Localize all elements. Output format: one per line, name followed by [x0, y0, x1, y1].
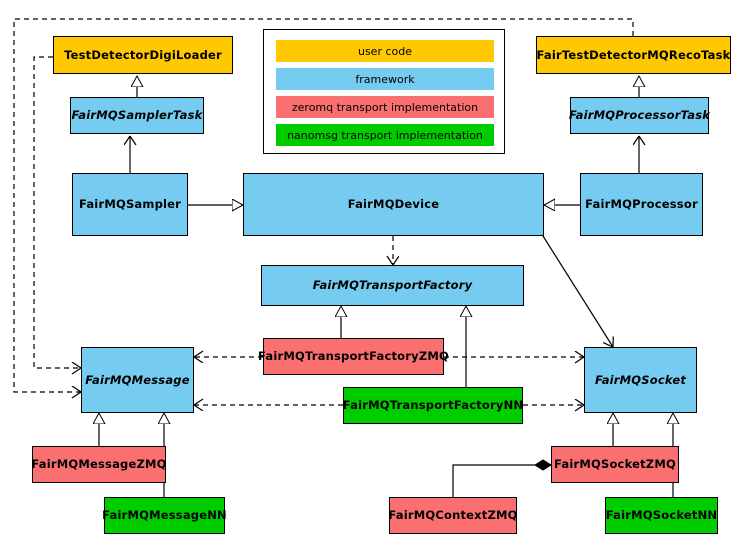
node-fairmqmessage[interactable]: FairMQMessage	[81, 347, 194, 413]
node-fairmqtransportfactoryzmq[interactable]: FairMQTransportFactoryZMQ	[258, 338, 449, 375]
legend-label: framework	[355, 72, 415, 86]
node-fairmqprocessor[interactable]: FairMQProcessor	[580, 173, 703, 236]
node-fairmqsocketnn[interactable]: FairMQSocketNN	[605, 497, 718, 534]
node-label: FairMQContextZMQ	[388, 508, 518, 523]
legend-label: nanomsg transport implementation	[287, 128, 483, 142]
node-label: FairMQProcessorTask	[568, 108, 711, 123]
node-fairmqtransportfactory[interactable]: FairMQTransportFactory	[261, 265, 524, 306]
node-fairmqdevice[interactable]: FairMQDevice	[243, 173, 544, 236]
node-label: FairMQSocketZMQ	[554, 457, 676, 472]
node-fairmqsocketzmq[interactable]: FairMQSocketZMQ	[551, 446, 679, 483]
node-label: FairMQSampler	[78, 197, 182, 212]
node-label: FairMQTransportFactoryNN	[342, 398, 524, 413]
legend-item-nanomsg: nanomsg transport implementation	[276, 124, 494, 146]
node-label: FairMQSamplerTask	[71, 108, 203, 123]
legend-item-user-code: user code	[276, 40, 494, 62]
node-label: FairMQSocket	[594, 372, 687, 387]
node-fairmqsocket[interactable]: FairMQSocket	[584, 347, 697, 413]
node-label: FairMQMessage	[85, 372, 190, 387]
node-fairmqsamplertask[interactable]: FairMQSamplerTask	[70, 97, 204, 134]
edge-device-socket	[542, 235, 613, 347]
legend-item-framework: framework	[276, 68, 494, 90]
legend-label: zeromq transport implementation	[291, 100, 479, 114]
legend-item-zeromq: zeromq transport implementation	[276, 96, 494, 118]
node-label: TestDetectorDigiLoader	[64, 47, 222, 62]
node-fairmqsampler[interactable]: FairMQSampler	[72, 173, 188, 236]
node-label: FairMQSocketNN	[605, 508, 718, 523]
legend-panel: user code framework zeromq transport imp…	[263, 29, 505, 154]
node-label: FairMQMessageNN	[102, 508, 227, 523]
node-label: FairMQProcessor	[585, 197, 698, 212]
node-label: FairMQTransportFactory	[312, 278, 473, 293]
node-testdetectordigiloader[interactable]: TestDetectorDigiLoader	[53, 36, 233, 74]
node-fairmqmessagezmq[interactable]: FairMQMessageZMQ	[31, 446, 167, 483]
node-label: FairMQTransportFactoryZMQ	[258, 349, 450, 364]
node-fairtestdetectormqrecotask[interactable]: FairTestDetectorMQRecoTask	[536, 36, 731, 74]
node-label: FairMQDevice	[347, 197, 440, 212]
node-fairmqmessagenn[interactable]: FairMQMessageNN	[102, 497, 227, 534]
node-fairmqprocessortask[interactable]: FairMQProcessorTask	[568, 97, 711, 134]
legend-label: user code	[357, 44, 413, 58]
node-label: FairTestDetectorMQRecoTask	[536, 47, 731, 62]
node-label: FairMQMessageZMQ	[31, 457, 167, 472]
edge-contextzmq-socketzmq	[452, 459, 552, 497]
node-fairmqcontextzmq[interactable]: FairMQContextZMQ	[388, 497, 518, 534]
node-fairmqtransportfactorynn[interactable]: FairMQTransportFactoryNN	[343, 387, 523, 424]
